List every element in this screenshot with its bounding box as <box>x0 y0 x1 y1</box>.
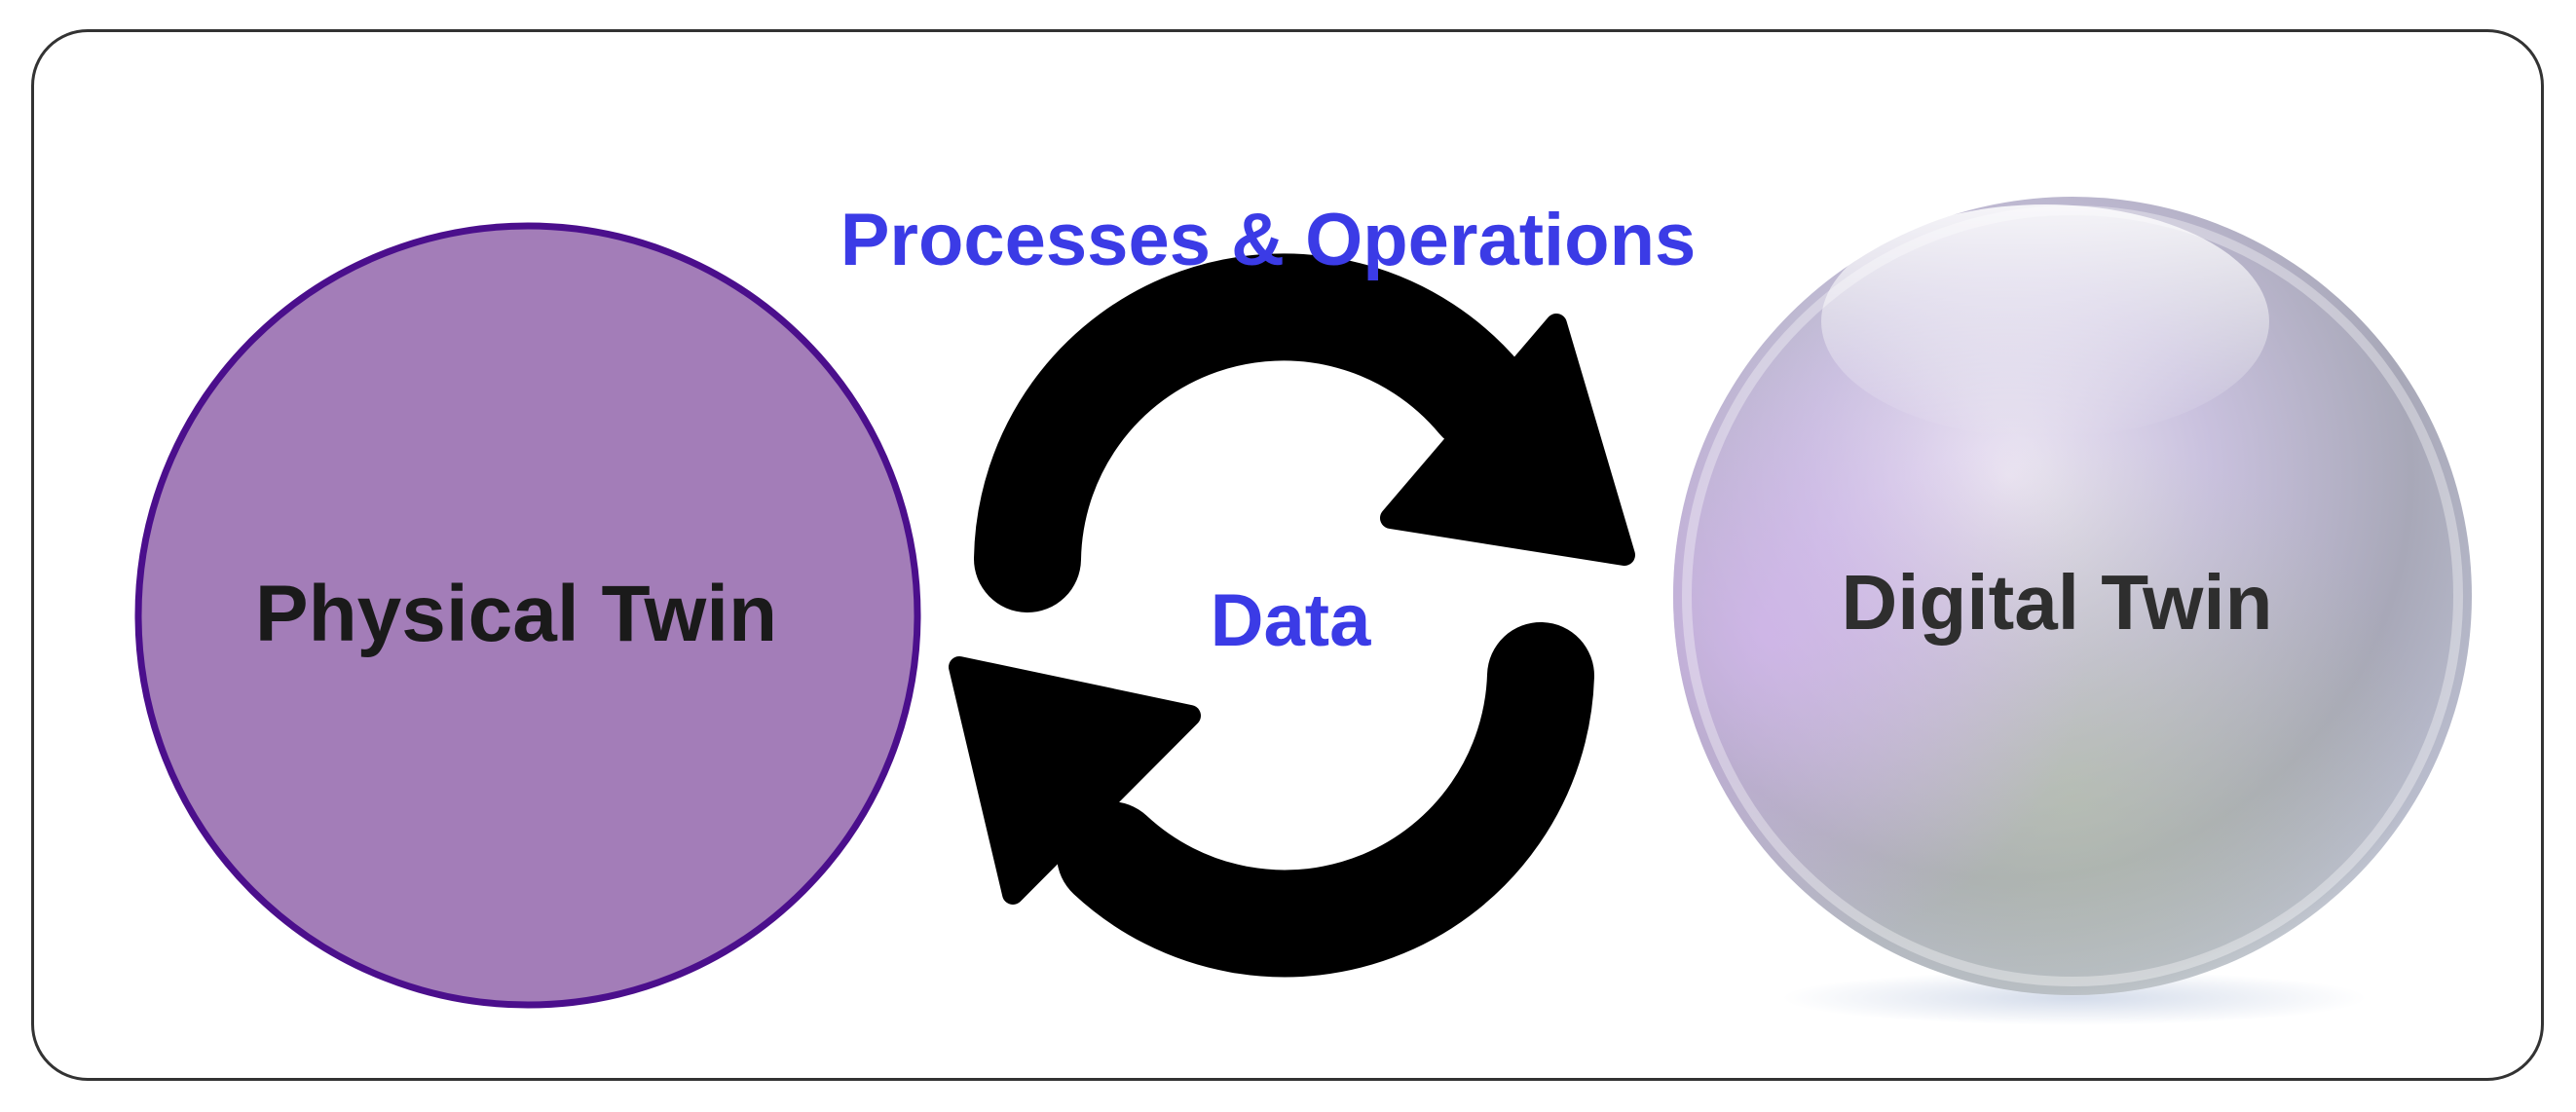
sphere-highlight <box>1821 204 2269 438</box>
processes-operations-label: Processes & Operations <box>840 199 1697 281</box>
sphere-tint <box>1673 197 2472 995</box>
data-label: Data <box>1211 579 1371 662</box>
top-arrowhead <box>1380 314 1635 566</box>
bottom-arrowhead <box>949 656 1201 905</box>
sphere-shadow <box>1782 971 2367 1025</box>
physical-twin-circle <box>134 222 921 1009</box>
physical-twin-node: Physical Twin <box>134 222 921 1009</box>
top-arc-arrow <box>974 253 1534 612</box>
sphere-rim-light <box>1682 205 2463 986</box>
bottom-arc-arrow <box>1057 622 1594 978</box>
physical-twin-label: Physical Twin <box>255 570 777 658</box>
digital-twin-node: Digital Twin <box>1673 197 2472 1025</box>
digital-twin-label: Digital Twin <box>1842 559 2273 646</box>
refresh-arrows-icon <box>949 253 1635 978</box>
